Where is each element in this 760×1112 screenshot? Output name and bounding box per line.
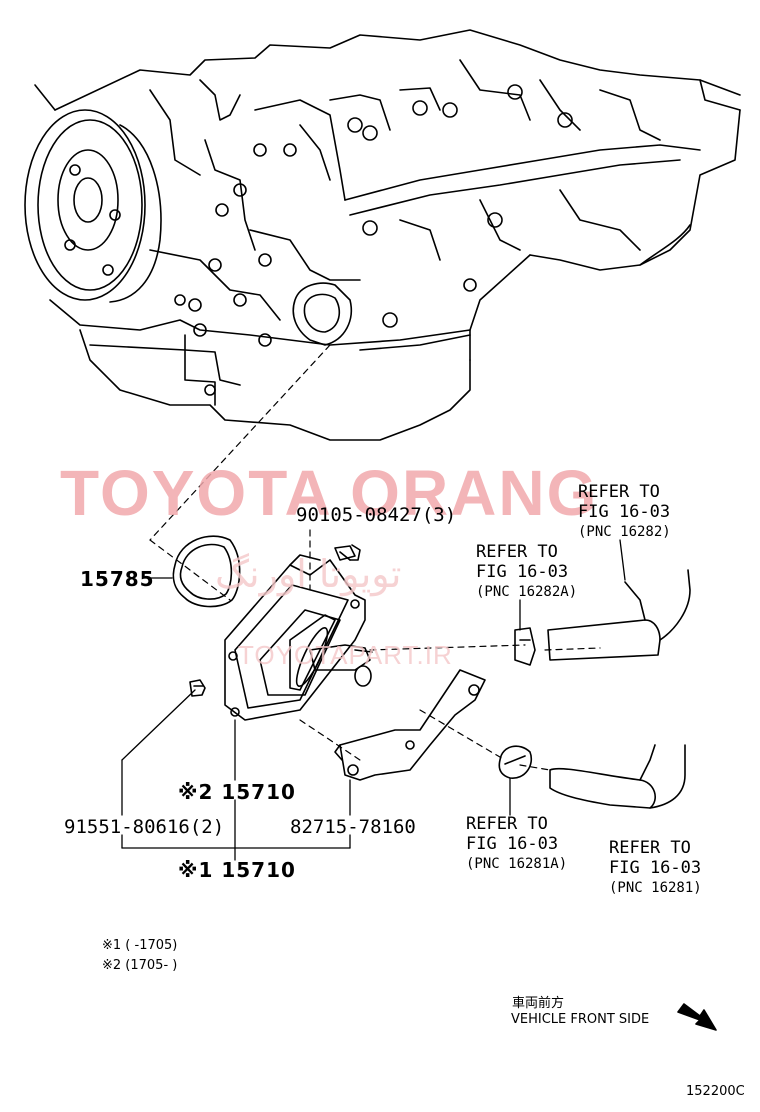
ref-line3: (PNC 16282) (578, 524, 671, 540)
part-label-gasket[interactable]: 15785 (80, 567, 155, 591)
hoses-drawing (547, 569, 691, 809)
ref-line2: FIG 16-03 (466, 834, 559, 854)
watermark-farsi: تویوتا اورنگ (215, 552, 402, 596)
bracket-drawing (334, 669, 486, 781)
ref-line2: FIG 16-03 (476, 562, 569, 582)
part-label-bracket[interactable]: 82715-78160 (290, 816, 416, 838)
figure-id: 152200C (686, 1084, 745, 1099)
part-label-cooler-2[interactable]: ※2 15710 (178, 780, 296, 804)
ref-pnc-16282a[interactable]: REFER TO FIG 16-03 (PNC 16282A) (476, 542, 577, 602)
ref-line2: FIG 16-03 (609, 858, 702, 878)
ref-line1: REFER TO (476, 542, 558, 562)
ref-line1: REFER TO (578, 482, 660, 502)
ref-pnc-16282[interactable]: REFER TO FIG 16-03 (PNC 16282) (578, 482, 671, 542)
front-direction-arrow (677, 1003, 717, 1031)
note-1: ※1 ( -1705) (102, 938, 178, 953)
direction-en: VEHICLE FRONT SIDE (511, 1012, 650, 1027)
watermark-url: TOYOTAPART.IR (238, 640, 453, 670)
alignment-lines (149, 344, 601, 771)
ref-line3: (PNC 16281A) (466, 856, 568, 872)
hose-clamps-drawing (498, 627, 536, 779)
part-label-bolt[interactable]: 90105-08427(3) (296, 504, 457, 526)
ref-pnc-16281a[interactable]: REFER TO FIG 16-03 (PNC 16281A) (466, 814, 567, 874)
gasket-drawing (172, 535, 241, 608)
ref-line3: (PNC 16282A) (476, 584, 578, 600)
note-2: ※2 (1705- ) (102, 958, 178, 973)
watermark-main: TOYOTA ORANG (60, 457, 599, 529)
part-label-plug[interactable]: 91551-80616(2) (64, 816, 225, 838)
leader-lines (121, 539, 626, 861)
ref-line1: REFER TO (609, 838, 691, 858)
bolt-drawing (334, 544, 361, 561)
oil-cooler-drawing (224, 554, 373, 721)
plug-drawing (189, 679, 206, 697)
engine-block (24, 29, 741, 441)
direction-jp: 車両前方 (512, 996, 565, 1011)
part-label-cooler-1[interactable]: ※1 15710 (178, 858, 296, 882)
ref-pnc-16281[interactable]: REFER TO FIG 16-03 (PNC 16281) (609, 838, 702, 898)
ref-line1: REFER TO (466, 814, 548, 834)
ref-line3: (PNC 16281) (609, 880, 702, 896)
ref-line2: FIG 16-03 (578, 502, 671, 522)
